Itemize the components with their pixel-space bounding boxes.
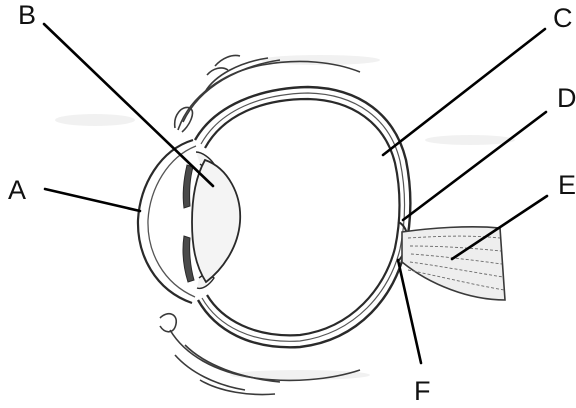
- label-d: D: [557, 85, 576, 112]
- label-e: E: [558, 172, 576, 199]
- label-a: A: [8, 177, 26, 204]
- cornea: [138, 140, 193, 303]
- lens: [192, 160, 240, 282]
- label-c: C: [553, 5, 573, 32]
- label-f: F: [414, 378, 431, 405]
- label-b: B: [18, 2, 36, 29]
- leader-line-f: [398, 260, 421, 363]
- leader-line-b: [44, 24, 213, 186]
- optic-nerve: [402, 227, 505, 300]
- leader-line-d: [403, 112, 546, 220]
- iris-upper: [183, 165, 193, 208]
- background-smudges: [55, 55, 515, 380]
- leader-lines: [44, 24, 547, 363]
- upper-eyelid-folds: [175, 55, 360, 132]
- leader-line-a: [45, 189, 140, 211]
